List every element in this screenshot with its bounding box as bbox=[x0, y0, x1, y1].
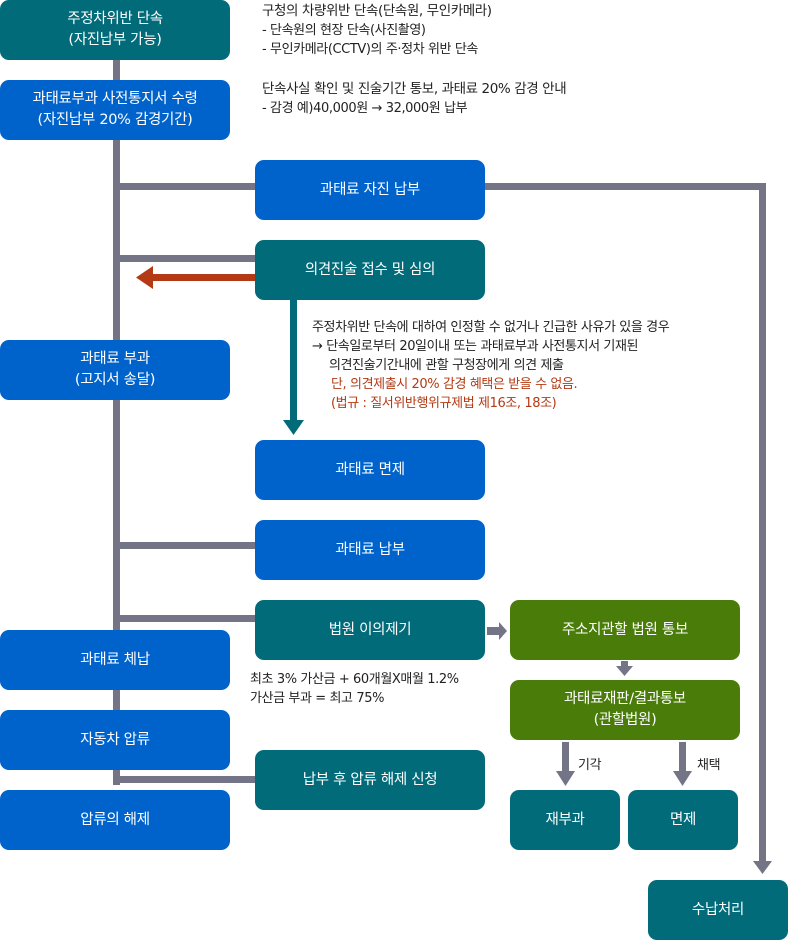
node-opinion-review-label: 의견진술 접수 및 심의 bbox=[304, 261, 436, 278]
node-enforcement: 주정차위반 단속 (자진납부 가능) bbox=[0, 0, 230, 60]
note-opinion-line: 주정차위반 단속에 대하여 인정할 수 없거나 긴급한 사유가 있을 경우 bbox=[312, 320, 670, 335]
node-enforcement-line2: (자진납부 가능) bbox=[68, 32, 162, 48]
note-pre-notice: 단속사실 확인 및 진술기간 통보, 과태료 20% 감경 안내 - 감경 예)… bbox=[262, 80, 567, 118]
dismissed-arrow bbox=[556, 742, 575, 786]
node-court-trial: 과태료재판/결과통보 (관할법원) bbox=[510, 680, 740, 740]
node-release-request-label: 납부 후 압류 해제 신청 bbox=[302, 771, 438, 788]
main-trunk-line bbox=[113, 60, 120, 785]
node-opinion-review: 의견진술 접수 및 심의 bbox=[255, 240, 485, 300]
node-court-objection-label: 법원 이의제기 bbox=[328, 621, 412, 638]
note-enforcement-item: - 단속원의 현장 단속(사진촬영) bbox=[262, 23, 426, 38]
node-exemption: 면제 bbox=[628, 790, 738, 850]
receipt-arrowhead bbox=[753, 861, 772, 874]
rejection-arrow bbox=[136, 266, 256, 289]
node-voluntary-payment-label: 과태료 자진 납부 bbox=[320, 181, 420, 198]
node-vehicle-seizure: 자동차 압류 bbox=[0, 710, 230, 770]
node-fine-payment-label: 과태료 납부 bbox=[335, 541, 405, 558]
node-pre-notice-line1: 과태료부과 사전통지서 수령 bbox=[32, 91, 198, 107]
note-enforcement: 구청의 차량위반 단속(단속원, 무인카메라) - 단속원의 현장 단속(사진촬… bbox=[262, 2, 492, 59]
note-opinion-line: → 단속일로부터 20일이내 또는 과태료부과 사전통지서 기재된 bbox=[312, 339, 639, 354]
branch-to-receipt-vertical bbox=[759, 183, 766, 863]
node-receipt-label: 수납처리 bbox=[691, 901, 745, 918]
node-fine-imposition-line1: 과태료 부과 bbox=[80, 351, 150, 367]
node-pre-notice: 과태료부과 사전통지서 수령 (자진납부 20% 감경기간) bbox=[0, 80, 230, 140]
branch-to-receipt-horizontal bbox=[484, 183, 766, 190]
acceptance-arrow bbox=[283, 300, 304, 435]
node-court-notice: 주소지관할 법원 통보 bbox=[510, 600, 740, 660]
node-fine-imposition: 과태료 부과 (고지서 송달) bbox=[0, 340, 230, 400]
note-pre-notice-item: - 감경 예)40,000원 → 32,000원 납부 bbox=[262, 101, 468, 116]
notice-to-trial-arrow bbox=[616, 661, 633, 676]
branch-opinion-review bbox=[113, 255, 256, 262]
node-vehicle-seizure-label: 자동차 압류 bbox=[80, 731, 150, 748]
node-seizure-release: 압류의 해제 bbox=[0, 790, 230, 850]
node-voluntary-payment: 과태료 자진 납부 bbox=[255, 160, 485, 220]
node-fine-exemption-label: 과태료 면제 bbox=[335, 461, 405, 478]
node-court-notice-label: 주소지관할 법원 통보 bbox=[562, 621, 688, 638]
note-surcharge: 최초 3% 가산금 + 60개월X매월 1.2% 가산금 부과 = 최고 75% bbox=[250, 670, 459, 708]
branch-court-objection bbox=[113, 615, 256, 622]
node-exemption-label: 면제 bbox=[669, 811, 697, 828]
note-enforcement-item: - 무인카메라(CCTV)의 주·정차 위반 단속 bbox=[262, 42, 478, 57]
note-opinion-warning: 단, 의견제출시 20% 감경 혜택은 받을 수 없음. bbox=[331, 377, 578, 392]
node-enforcement-line1: 주정차위반 단속 bbox=[67, 11, 163, 27]
node-pre-notice-line2: (자진납부 20% 감경기간) bbox=[37, 112, 193, 128]
branch-voluntary-payment bbox=[113, 183, 256, 190]
note-opinion-warning: (법규 : 질서위반행위규제법 제16조, 18조) bbox=[331, 396, 557, 411]
node-reimposition: 재부과 bbox=[510, 790, 620, 850]
node-fine-payment: 과태료 납부 bbox=[255, 520, 485, 580]
note-enforcement-head: 구청의 차량위반 단속(단속원, 무인카메라) bbox=[262, 3, 492, 19]
note-opinion-line: 의견진술기간내에 관할 구청장에게 의견 제출 bbox=[329, 358, 564, 373]
note-pre-notice-head: 단속사실 확인 및 진술기간 통보, 과태료 20% 감경 안내 bbox=[262, 81, 567, 97]
node-court-trial-line2: (관할법원) bbox=[593, 712, 657, 728]
accepted-arrow bbox=[673, 742, 692, 786]
node-reimposition-label: 재부과 bbox=[545, 811, 585, 828]
node-delinquency-label: 과태료 체납 bbox=[80, 651, 150, 668]
node-receipt: 수납처리 bbox=[648, 880, 788, 940]
objection-to-notice-arrow bbox=[487, 622, 507, 640]
edge-label-dismissed: 기각 bbox=[578, 758, 602, 773]
node-seizure-release-label: 압류의 해제 bbox=[80, 811, 150, 828]
node-court-trial-line1: 과태료재판/결과통보 bbox=[564, 691, 686, 707]
edge-label-accepted: 채택 bbox=[697, 758, 721, 773]
node-release-request: 납부 후 압류 해제 신청 bbox=[255, 750, 485, 810]
node-fine-exemption: 과태료 면제 bbox=[255, 440, 485, 500]
branch-fine-payment bbox=[113, 542, 256, 549]
note-opinion: 주정차위반 단속에 대하여 인정할 수 없거나 긴급한 사유가 있을 경우 → … bbox=[312, 318, 670, 413]
node-delinquency: 과태료 체납 bbox=[0, 630, 230, 690]
node-fine-imposition-line2: (고지서 송달) bbox=[74, 372, 156, 388]
note-surcharge-line: 가산금 부과 = 최고 75% bbox=[250, 691, 385, 706]
node-court-objection: 법원 이의제기 bbox=[255, 600, 485, 660]
note-surcharge-line: 최초 3% 가산금 + 60개월X매월 1.2% bbox=[250, 672, 459, 687]
branch-release-request bbox=[113, 776, 256, 783]
